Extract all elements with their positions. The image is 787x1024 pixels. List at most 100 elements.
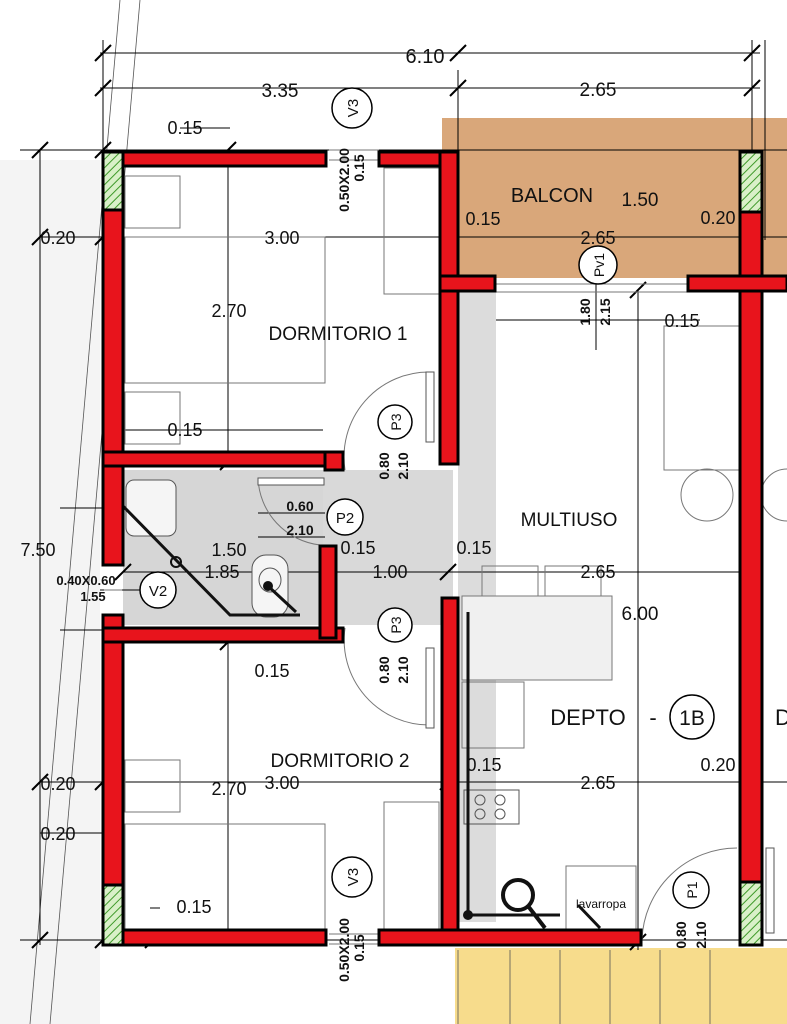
dim-020-right-mid: 0.20 — [700, 755, 735, 775]
dim-015-dorm2-bottom: 0.15 — [176, 897, 211, 917]
dim-080-p3-lower: 0.80 — [376, 656, 392, 683]
dim-155-window: 1.55 — [80, 589, 105, 604]
dim-020-left-mid: 0.20 — [40, 774, 75, 794]
tag-v2: V2 — [149, 583, 167, 600]
dim-015-v3-top: 0.15 — [351, 154, 367, 181]
room-lavarropa: lavarropa — [576, 897, 626, 911]
tag-p2: P2 — [336, 510, 354, 527]
dim-window-v3-top: 0.50X2.00 — [336, 148, 352, 212]
wall-mid-vertical-lower — [440, 596, 460, 947]
dim-015-v3-bottom: 0.15 — [351, 934, 367, 961]
nightstand-2 — [124, 759, 181, 813]
stove-burner-4 — [494, 808, 506, 820]
wall-bottom-left — [101, 928, 328, 947]
sofa — [663, 325, 740, 471]
dim-015-dorm1: 0.15 — [167, 420, 202, 440]
hatch-bottom-left — [101, 883, 125, 947]
dim-215-pv1: 2.15 — [597, 298, 613, 325]
kitchen-counter — [461, 595, 613, 681]
dim-015-dorm2-top: 0.15 — [254, 661, 289, 681]
dim-265-kitchen: 2.65 — [580, 773, 615, 793]
room-depto-number: 1B — [679, 707, 705, 730]
tag-v2-circle — [139, 571, 177, 609]
dim-window-v3-bottom: 0.50X2.00 — [336, 918, 352, 982]
dim-020-left-top: 0.20 — [40, 228, 75, 248]
wardrobe-2 — [383, 801, 440, 933]
tag-p3-lower-circle — [377, 607, 413, 643]
wall-bath-stub — [323, 450, 345, 472]
tag-v3-bottom-circle — [331, 856, 373, 898]
hatch-bottom-right — [738, 880, 764, 947]
dim-180-pv1: 1.80 — [577, 298, 593, 325]
tag-pv1: Pv1 — [591, 253, 607, 277]
tag-p3-lower: P3 — [388, 616, 404, 633]
wall-bath-bottom — [101, 626, 345, 644]
tag-v3-top: V3 — [345, 99, 362, 117]
dim-total-width: 6.10 — [406, 46, 445, 68]
dim-150-bath: 1.50 — [211, 540, 246, 560]
dim-300-dorm2: 3.00 — [264, 773, 299, 793]
wall-bottom-right — [377, 928, 643, 947]
wall-party-top-stub — [686, 274, 787, 293]
room-dormitorio-1: DORMITORIO 1 — [269, 324, 408, 345]
tag-p3-upper: P3 — [388, 413, 404, 430]
wall-mid-vertical-upper — [438, 150, 460, 466]
dim-015-top: 0.15 — [167, 118, 202, 138]
dim-210-p1: 2.10 — [693, 921, 709, 948]
dim-window-v2: 0.40X0.60 — [56, 573, 115, 588]
dim-020-balcony: 0.20 — [700, 208, 735, 228]
tag-v3-bottom: V3 — [345, 868, 362, 886]
room-dormitorio-2: DORMITORIO 2 — [271, 751, 410, 772]
stove-burner-2 — [494, 794, 506, 806]
tag-p1-circle — [672, 871, 710, 909]
toilet-bowl — [258, 567, 282, 593]
plumbing — [120, 503, 602, 930]
dim-015-hall: 0.15 — [456, 538, 491, 558]
stove-burner-1 — [474, 794, 486, 806]
dim-020-left-low: 0.20 — [40, 824, 75, 844]
dim-left-width: 3.35 — [262, 81, 299, 102]
dim-015-dorm2-side: 0.15 — [466, 755, 501, 775]
nightstand-1b — [124, 391, 181, 445]
hatch-top-right — [738, 150, 764, 214]
dim-100-hall: 1.00 — [372, 562, 407, 582]
dim-600-depth: 6.00 — [622, 604, 659, 625]
dim-185-bath: 1.85 — [204, 562, 239, 582]
dim-210-p3-upper: 2.10 — [395, 452, 411, 479]
chair-1 — [481, 565, 539, 597]
door-swings — [104, 149, 775, 945]
wall-top-left — [101, 150, 328, 168]
hatch-top-left — [101, 150, 125, 212]
wall-party-vertical — [738, 150, 764, 947]
sink — [125, 479, 177, 537]
room-depto-next: D — [775, 705, 787, 730]
stove-burner-3 — [474, 808, 486, 820]
dim-300-dorm1: 3.00 — [264, 228, 299, 248]
tag-p2-circle — [326, 498, 364, 536]
depto-number-circle — [669, 694, 715, 740]
room-balcon: BALCON — [511, 185, 593, 207]
dim-210-p3-lower: 2.10 — [395, 656, 411, 683]
room-depto-prefix: DEPTO — [550, 705, 625, 730]
left-margin-pattern — [0, 160, 100, 1024]
wardrobe-1 — [383, 167, 440, 295]
tag-v3-top-circle — [331, 87, 373, 129]
fridge — [461, 681, 525, 749]
bed-1 — [124, 236, 326, 384]
hall-floor — [323, 470, 453, 625]
wall-bath-top — [101, 450, 335, 468]
tag-p1: P1 — [684, 881, 700, 898]
furniture — [124, 167, 787, 933]
dim-265-balcony: 2.65 — [580, 228, 615, 248]
dim-060-door: 0.60 — [286, 498, 313, 514]
dim-150-balcony: 1.50 — [622, 190, 659, 211]
dim-080-p3-upper: 0.80 — [376, 452, 392, 479]
tag-circles — [139, 87, 715, 909]
nightstand-1a — [124, 175, 181, 229]
wall-left-upper — [101, 150, 125, 567]
tag-p3-upper-circle — [377, 404, 413, 440]
dim-015-multiuso-top: 0.15 — [664, 311, 699, 331]
labels: 6.10 3.35 2.65 0.15 0.20 3.00 2.70 0.15 … — [20, 46, 787, 982]
exterior-strip — [455, 948, 787, 1024]
